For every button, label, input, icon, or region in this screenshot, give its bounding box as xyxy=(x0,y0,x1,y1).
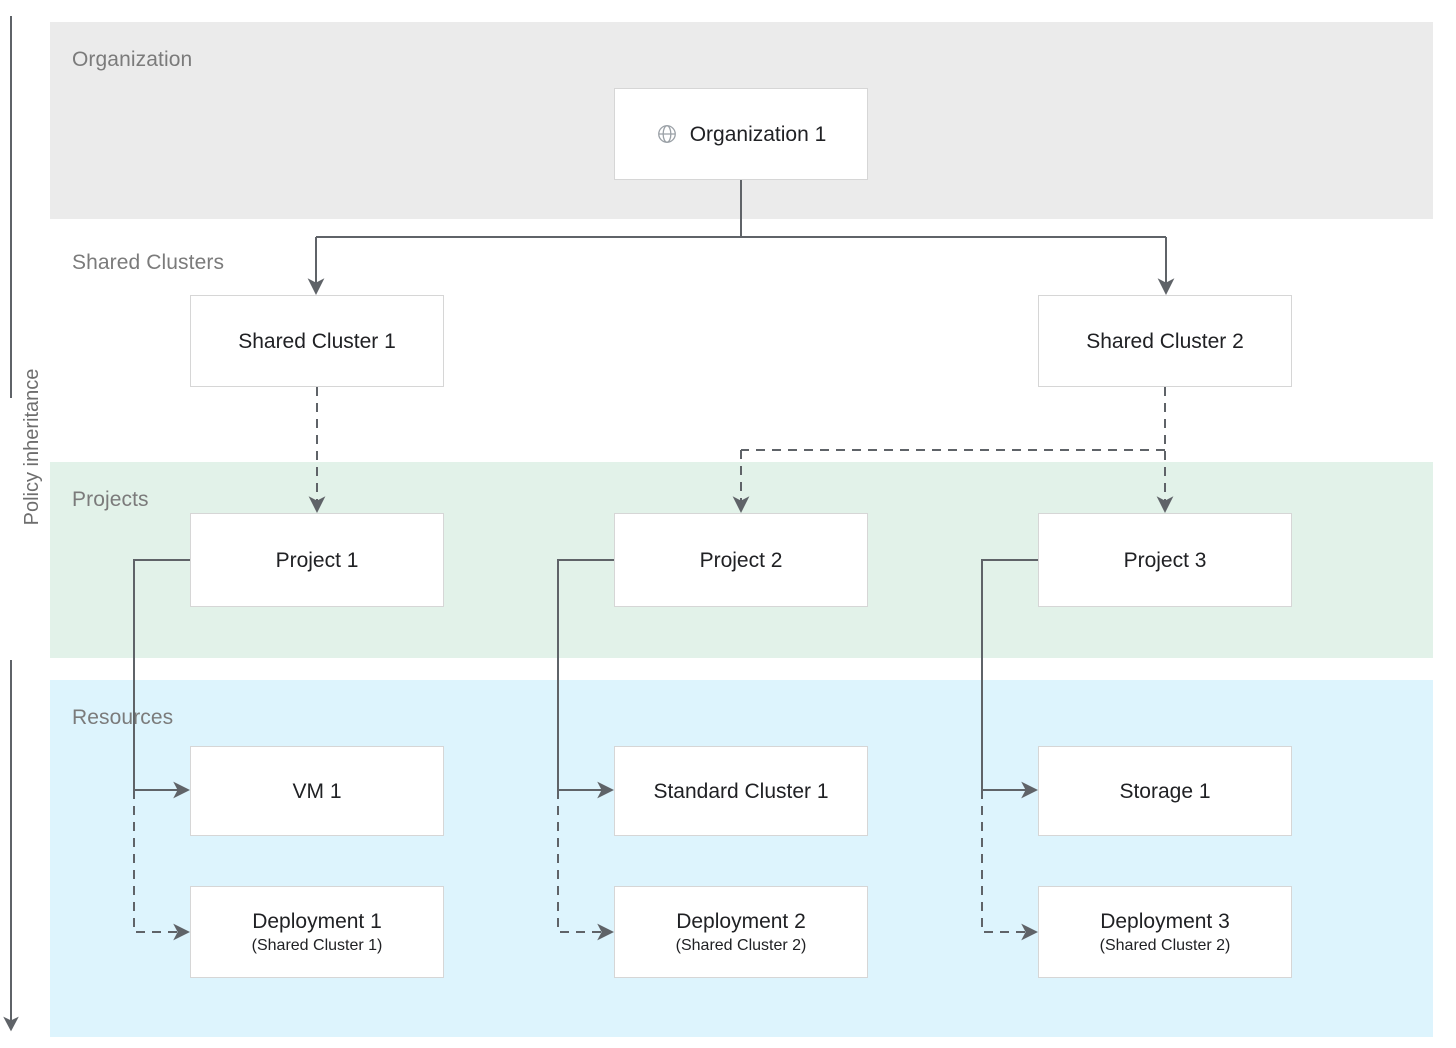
node-label: Storage 1 xyxy=(1119,779,1211,803)
band-label-resources: Resources xyxy=(72,706,174,729)
policy-inheritance-label: Policy inheritance xyxy=(21,368,43,526)
node-label: Deployment 2 xyxy=(676,910,806,933)
node-label: Shared Cluster 1 xyxy=(238,329,396,353)
node-project-2[interactable]: Project 2 xyxy=(614,513,868,607)
node-standard-cluster-1[interactable]: Standard Cluster 1 xyxy=(614,746,868,836)
policy-axis-arrow-icon xyxy=(3,16,19,1032)
band-label-projects: Projects xyxy=(72,488,149,511)
node-shared-cluster-1[interactable]: Shared Cluster 1 xyxy=(190,295,444,387)
node-sublabel: (Shared Cluster 2) xyxy=(675,937,807,954)
node-label: Deployment 3 xyxy=(1100,910,1230,933)
band-label-organization: Organization xyxy=(72,48,193,71)
node-shared-cluster-2[interactable]: Shared Cluster 2 xyxy=(1038,295,1292,387)
node-label: Shared Cluster 2 xyxy=(1086,329,1244,353)
band-resources xyxy=(50,680,1433,1037)
node-label: Project 3 xyxy=(1123,548,1207,572)
node-sublabel: (Shared Cluster 2) xyxy=(1099,937,1231,954)
band-label-shared-clusters: Shared Clusters xyxy=(72,251,225,274)
node-label: Standard Cluster 1 xyxy=(653,779,829,803)
node-project-3[interactable]: Project 3 xyxy=(1038,513,1292,607)
node-organization-1[interactable]: Organization 1 xyxy=(614,88,868,180)
policy-inheritance-axis: Policy inheritance xyxy=(0,0,60,1048)
node-label: Deployment 1 xyxy=(252,910,382,933)
globe-icon xyxy=(656,123,678,145)
node-sublabel: (Shared Cluster 1) xyxy=(251,937,383,954)
node-storage-1[interactable]: Storage 1 xyxy=(1038,746,1292,836)
node-deployment-1[interactable]: Deployment 1 (Shared Cluster 1) xyxy=(190,886,444,978)
node-deployment-3[interactable]: Deployment 3 (Shared Cluster 2) xyxy=(1038,886,1292,978)
node-vm-1[interactable]: VM 1 xyxy=(190,746,444,836)
node-label: VM 1 xyxy=(292,779,342,803)
node-label: Project 1 xyxy=(275,548,359,572)
node-label: Organization 1 xyxy=(689,122,827,146)
node-project-1[interactable]: Project 1 xyxy=(190,513,444,607)
node-deployment-2[interactable]: Deployment 2 (Shared Cluster 2) xyxy=(614,886,868,978)
node-label: Project 2 xyxy=(699,548,783,572)
